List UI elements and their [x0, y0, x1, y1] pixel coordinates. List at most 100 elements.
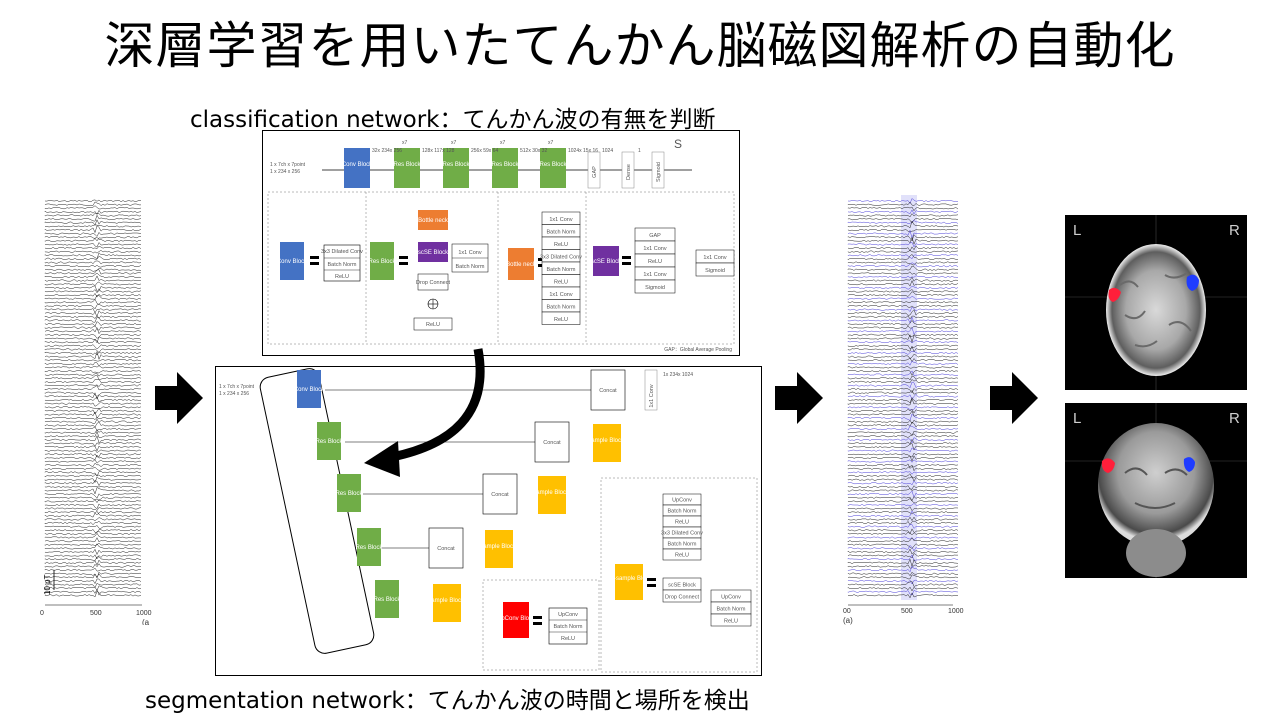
input-label: 1 x 7ch x 7point — [219, 384, 255, 390]
output-label: S — [674, 137, 682, 151]
detail-row: ReLU — [554, 242, 568, 248]
detail-row: ReLU — [554, 279, 568, 285]
dense-out: 1 — [638, 148, 641, 154]
rb-row-1: scSE Block — [418, 250, 449, 256]
concat-4: Concat — [599, 388, 617, 394]
flow-arrow-1 — [155, 372, 203, 424]
conv-block-label: Conv Block — [342, 162, 373, 168]
repeat-4: x7 — [548, 140, 554, 146]
scse-title: scSE Block — [591, 259, 622, 265]
dim-1: 32x 234x 256 — [372, 148, 402, 154]
detail-row: Sigmoid — [705, 268, 725, 274]
dim-5: 1024x 15x 16 — [568, 148, 598, 154]
input-label-2: 1 x 234 x 256 — [270, 169, 300, 175]
gap-label: GAP — [592, 166, 598, 178]
repeat-2: x7 — [451, 140, 457, 146]
input-label-2: 1 x 234 x 256 — [219, 391, 249, 397]
flow-arrow-3 — [990, 372, 1038, 424]
detail-row: ReLU — [675, 553, 689, 559]
rb-row-4: Batch Norm — [455, 264, 484, 270]
cb-row-1: Batch Norm — [327, 262, 356, 268]
rb-row-5: ReLU — [426, 322, 440, 328]
detail-row: 1x1 Conv — [643, 246, 666, 252]
repeat-1: x7 — [402, 140, 408, 146]
enc-3: Res Block — [355, 545, 383, 551]
segmentation-caption: segmentation network：てんかん波の時間と場所を検出 — [145, 688, 750, 714]
brain-mri-axial: L R — [1065, 215, 1247, 390]
right-label: R — [1229, 222, 1240, 239]
flow-arrow-2 — [775, 372, 823, 424]
upconv-detail: UpConv Batch Norm ReLU — [548, 607, 588, 645]
dec-2: Up-sample Block 3x3 — [524, 490, 581, 496]
detail-row: ReLU — [675, 520, 689, 526]
conv-block — [344, 148, 370, 188]
meg-waveform-right: 00 500 1000 (a) — [843, 195, 964, 625]
detail-row: ReLU — [554, 317, 568, 323]
upconv-block: UpConv Block — [497, 616, 536, 622]
detail-row: ReLU — [648, 259, 662, 265]
res-block-4-label: Res Block — [539, 162, 567, 168]
res-block-2-label: Res Block — [442, 162, 470, 168]
classification-caption: classification network：てんかん波の有無を判断 — [190, 107, 716, 133]
detail-row: Batch Norm — [546, 304, 575, 310]
detail-row: UpConv — [672, 498, 692, 504]
res-block-4 — [540, 148, 566, 188]
detail-row: Batch Norm — [667, 542, 696, 548]
detail-row: 1x1 Conv — [549, 292, 572, 298]
bottleneck-title: Bottle neck — [506, 262, 537, 268]
dec-3: Up-sample Block 3x3 — [579, 438, 636, 444]
res-block-3 — [492, 148, 518, 188]
detail-row: UpConv — [721, 594, 741, 600]
rb-row-2: Drop Connect — [416, 280, 450, 286]
detail-row: 1x1 Conv — [643, 272, 666, 278]
dec-0: Up-sample Block 3x3 — [419, 598, 476, 604]
res-block-1 — [394, 148, 420, 188]
dim-4: 512x 30x 32 — [520, 148, 547, 154]
meg-traces — [847, 198, 959, 599]
detail-row: Batch Norm — [546, 267, 575, 273]
x-tick-1000: 1000 — [948, 608, 964, 615]
meg-waveform-left: 0 500 1000 (a 10 pT — [40, 199, 152, 625]
conv-block-detail: 3x3 Dilated Conv Batch Norm ReLU — [321, 244, 363, 282]
panel-letter: (a) — [843, 616, 853, 625]
x-tick-1000: 1000 — [136, 610, 152, 617]
detail-row: 3x3 Dilated Conv — [540, 254, 582, 260]
enc-0: Conv Block — [294, 387, 325, 393]
out-dims: 1x 234x 1024 — [663, 372, 693, 378]
cb-row-0: 3x3 Dilated Conv — [321, 249, 363, 255]
detail-row: 3x3 Dilated Conv — [661, 531, 703, 537]
segmentation-network-diagram: 1 x 7ch x 7point 1 x 234 x 256 Conv Bloc… — [215, 366, 762, 676]
x-tick-500: 500 — [901, 608, 913, 615]
brain-mri-coronal: L R — [1065, 403, 1247, 578]
cb-row-2: ReLU — [335, 274, 349, 280]
dim-2: 128x 117x 128 — [422, 148, 455, 154]
detail-row: Batch Norm — [546, 229, 575, 235]
concat-3: Concat — [543, 440, 561, 446]
res-detail-title: Res Block — [368, 259, 396, 265]
classification-network-diagram: 1 x 7ch x 7point 1 x 234 x 256 Conv Bloc… — [262, 130, 740, 356]
detail-row: Drop Connect — [665, 594, 699, 600]
uc-row-2: ReLU — [561, 636, 575, 642]
dim-3: 256x 59x 64 — [471, 148, 498, 154]
dense-in: 1024 — [602, 148, 613, 154]
input-label: 1 x 7ch x 7point — [270, 162, 306, 168]
scale-label: 10 pT — [43, 574, 52, 595]
repeat-3: x7 — [500, 140, 506, 146]
footnote: GAP：Global Average Pooling — [664, 347, 732, 353]
panel-letter: (a — [142, 618, 150, 625]
right-label: R — [1229, 410, 1240, 427]
res-block-3-label: Res Block — [491, 162, 519, 168]
left-label: L — [1073, 222, 1081, 239]
left-label: L — [1073, 410, 1081, 427]
res-block-1-label: Res Block — [393, 162, 421, 168]
res-block-2 — [443, 148, 469, 188]
concat-1: Concat — [437, 546, 455, 552]
rb-row-0: Bottle neck — [418, 218, 449, 224]
enc-1: Res Block — [315, 439, 343, 445]
x-tick-500: 500 — [90, 610, 102, 617]
meg-traces — [44, 199, 142, 598]
detail-row: Batch Norm — [716, 606, 745, 612]
conv-detail-title: Conv Block — [277, 259, 308, 265]
